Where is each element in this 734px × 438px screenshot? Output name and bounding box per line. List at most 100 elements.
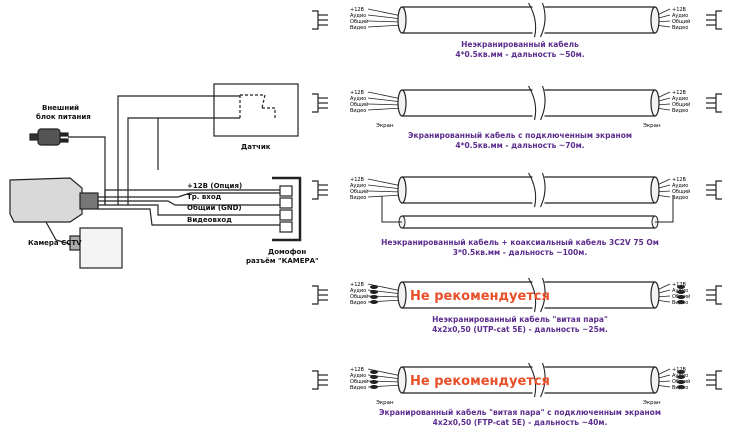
pin-label-right: Общий [672,101,690,108]
intercom-connector-icon [272,176,302,242]
pin-label-left: Общий [350,378,368,385]
wire [367,184,403,190]
twisted-pair-icon [370,300,378,304]
cable-caption-spec: 4*0.5кв.мм - дальность ~50м. [455,50,584,59]
screen-label-left: Экран [376,123,394,129]
pin-label-right: +12В [672,282,687,288]
screen-label-left: Экран [376,400,394,406]
twisted-pair-icon [677,380,685,384]
cable-end [650,6,660,34]
cable-caption-title: Неэкранированный кабель [461,40,579,49]
pin-label-left: Видео [350,25,366,31]
plug-icon [312,10,328,30]
pin-label-left: Аудио [350,288,366,294]
plug-icon [706,180,722,200]
connector-label-line1: Домофон [268,248,306,256]
twisted-pair-icon [677,295,685,299]
pin-label-left: Аудио [350,96,366,102]
cable-caption-title: Экранированный кабель "витая пара" с под… [379,408,661,417]
coax-cable [402,215,655,229]
screen-label-right: Экран [643,400,661,406]
plug-icon [706,285,722,305]
pin-label-left: +12В [350,177,365,183]
not-recommended-label: Не рекомендуется [410,289,550,304]
cable-break [528,172,546,208]
pin-label-right: Видео [672,195,688,201]
pin-label-right: +12В [672,7,687,13]
wire-label-trigger: Тр. вход [187,193,222,201]
plug-icon [312,180,328,200]
cable-caption-spec: 4x2x0,50 (FTP-cat 5E) - дальность ~40м. [433,418,608,427]
twisted-pair-icon [370,290,378,294]
wire-label-12v: +12В (Опция) [187,182,242,190]
pin-label-left: Общий [350,188,368,195]
plug-icon [706,10,722,30]
cable-end [397,281,407,309]
pin-label-right: Аудио [672,183,688,189]
connector-label-line2: разъём "КАМЕРА" [246,257,319,265]
cable-break [528,362,546,398]
pin-label-left: Аудио [350,183,366,189]
cable-caption-title: Неэкранированный кабель "витая пара" [432,315,608,324]
pin-label-right: Видео [672,25,688,31]
cable-end [397,6,407,34]
twisted-pair-icon [677,290,685,294]
pin-label-left: Видео [350,300,366,306]
wire-label-gnd: Общий (GND) [187,204,242,212]
pin-label-right: Общий [672,188,690,195]
cable-end [397,366,407,394]
cable-row-5: +12В+12ВАудиоАудиоОбщийОбщийВидеоВидеоЭк… [312,362,722,427]
wire [367,91,403,100]
pin-label-right: Видео [672,108,688,114]
wire [367,24,403,28]
cable-row-4: +12В+12ВАудиоАудиоОбщийОбщийВидеоВидеоНе… [312,277,722,334]
twisted-pair-icon [370,385,378,389]
power-label-line1: Внешний [42,104,79,112]
pin-label-right: +12В [672,177,687,183]
power-label-line2: блок питания [36,113,91,121]
cable-end [650,89,660,117]
cable-end [650,176,660,204]
pin-label-left: Общий [350,18,368,25]
pin-label-right: +12В [672,367,687,373]
wire [367,97,403,103]
twisted-pair-icon [677,370,685,374]
plug-icon [312,285,328,305]
pin-label-left: Общий [350,293,368,300]
cable-break [528,85,546,121]
wire [367,8,403,17]
sensor-box [213,83,299,137]
wire [367,14,403,20]
cable-break [528,2,546,38]
pin-label-left: +12В [350,90,365,96]
pin-label-right: Общий [672,18,690,25]
wire [367,103,403,106]
camera-label: Камера CCTV [28,239,82,247]
twisted-pair-icon [370,295,378,299]
pin-label-left: +12В [350,282,365,288]
pin-label-left: +12В [350,7,365,13]
screen-label-right: Экран [643,123,661,129]
plug-icon [312,93,328,113]
wire [367,194,403,198]
pin-label-left: Аудио [350,373,366,379]
twisted-pair-icon [370,375,378,379]
coax-wire [381,196,674,223]
sensor-label: Датчик [241,143,271,151]
pin-label-left: Аудио [350,13,366,19]
cable-caption-spec: 4*0.5кв.мм - дальность ~70м. [455,141,584,150]
cable-end [650,366,660,394]
twisted-pair-icon [370,285,378,289]
pin-label-left: Видео [350,108,366,114]
pin-label-left: +12В [350,367,365,373]
cable-end [397,176,407,204]
left-labels: Внешний блок питания Датчик Камера CCTV … [28,104,319,265]
cable-body [402,176,655,204]
cable-body [402,6,655,34]
plug-icon [312,370,328,390]
pin-label-left: Видео [350,195,366,201]
pin-label-right: +12В [672,90,687,96]
